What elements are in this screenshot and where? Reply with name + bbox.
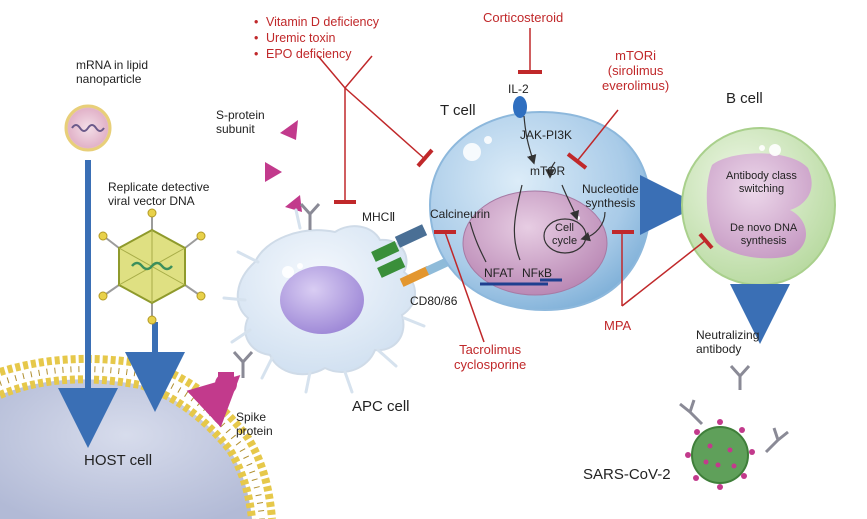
- s-protein-triangle: [280, 120, 298, 140]
- label-mtor: mTOR: [530, 164, 566, 178]
- s-protein-triangle: [265, 162, 282, 182]
- label-nfkb: NFκB: [522, 266, 552, 280]
- inhibitor-lines: [317, 28, 707, 343]
- s-protein-triangle: [285, 195, 302, 212]
- label-cd80: CD80/86: [410, 294, 458, 308]
- inhibitor-bars: [334, 70, 714, 250]
- b-cell: [680, 126, 837, 287]
- mhc-receptor: [377, 256, 406, 278]
- spike-protein-icon: [186, 372, 241, 428]
- label-apc: APC cell: [352, 398, 410, 415]
- mhc-receptor: [371, 240, 400, 262]
- label-corticosteroid: Corticosteroid: [483, 10, 564, 25]
- antibody-icon: [299, 202, 321, 230]
- t-cell: [428, 96, 652, 312]
- antibody-icon: [232, 350, 254, 378]
- apc-cell: [222, 208, 430, 394]
- label-tcell: T cell: [440, 102, 476, 119]
- antibody-icon: [764, 427, 789, 454]
- label-jak: JAK-PI3K: [520, 128, 573, 142]
- inhibitor-list-top: Vitamin D deficiency Uremic toxin EPO de…: [252, 14, 379, 62]
- lipid-nanoparticle-icon: [64, 104, 112, 152]
- label-calcineurin: Calcineurin: [430, 207, 491, 221]
- antibody-icon: [679, 399, 704, 426]
- sars-cov-2-icon: [685, 419, 755, 490]
- inhibitor-uremic-toxin: Uremic toxin: [254, 30, 379, 46]
- label-il2: IL-2: [508, 82, 529, 96]
- label-mhc: MHCⅡ: [362, 210, 396, 224]
- label-sars: SARS-CoV-2: [583, 466, 671, 483]
- label-mpa: MPA: [604, 318, 632, 333]
- inhibitor-epo: EPO deficiency: [254, 46, 379, 62]
- tcr-receptor: [394, 224, 428, 248]
- antibody-icon: [729, 364, 751, 390]
- cd28-receptor: [425, 257, 450, 276]
- cd80-receptor: [399, 266, 431, 287]
- label-host: HOST cell: [84, 452, 153, 469]
- label-nfat: NFAT: [484, 266, 514, 280]
- inhibitor-vitamin-d: Vitamin D deficiency: [254, 14, 379, 30]
- viral-vector-icon: [98, 208, 206, 325]
- label-bcell: B cell: [726, 90, 763, 107]
